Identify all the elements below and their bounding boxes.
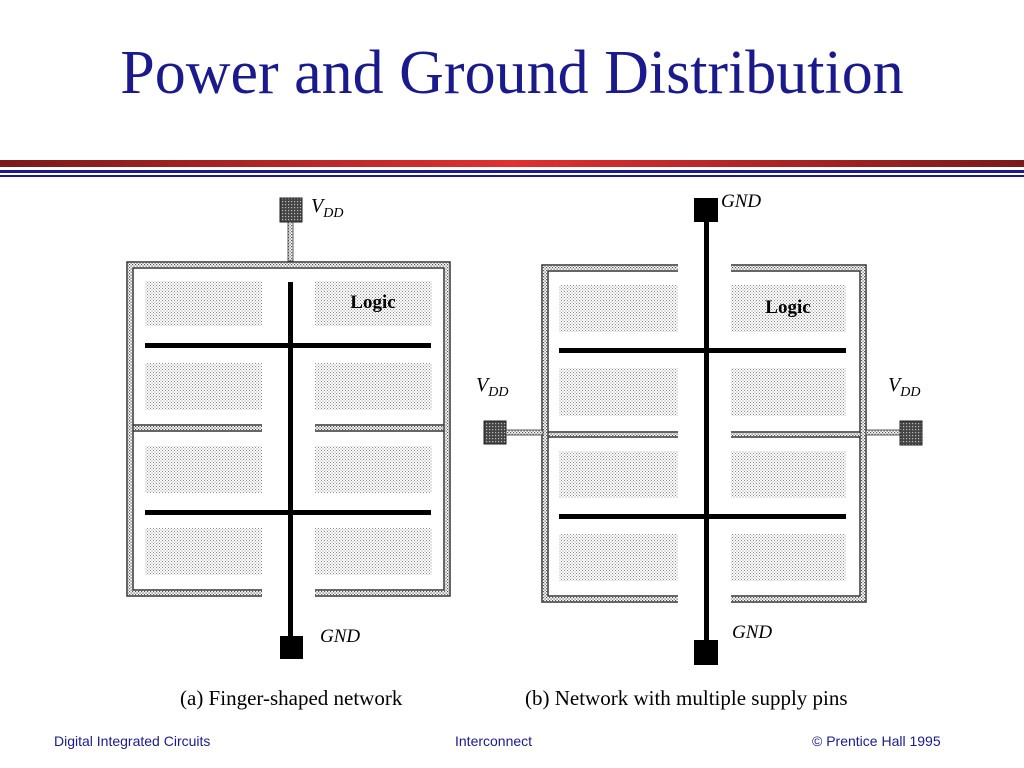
vdd-pin-right	[899, 420, 923, 446]
gnd-finger	[559, 514, 846, 519]
gnd-finger	[145, 510, 431, 515]
logic-block	[145, 446, 262, 493]
logic-block	[731, 368, 846, 416]
vdd-label: VDD	[311, 195, 343, 221]
footer-copyright: © Prentice Hall 1995	[812, 733, 941, 749]
logic-label: Logic	[350, 292, 395, 313]
logic-block	[145, 363, 262, 410]
vdd-pin	[279, 197, 303, 223]
vdd-connection	[287, 221, 294, 262]
vdd-label-right: VDD	[888, 374, 920, 400]
vdd-ring	[126, 261, 451, 597]
logic-block	[145, 281, 262, 326]
caption-b: (b) Network with multiple supply pins	[525, 686, 848, 710]
divider-blue-top	[0, 170, 1024, 173]
gnd-finger	[145, 343, 431, 348]
gnd-finger	[559, 348, 846, 353]
vdd-connection-left	[505, 429, 544, 436]
footer-course: Digital Integrated Circuits	[54, 733, 211, 749]
gnd-pin-bottom	[694, 640, 718, 665]
logic-block	[731, 451, 846, 498]
finger-network: VDD Logic GND	[126, 195, 451, 659]
logic-block	[315, 528, 432, 575]
logic-block	[731, 285, 846, 332]
gnd-trunk	[288, 282, 293, 637]
caption-a: (a) Finger-shaped network	[180, 686, 403, 710]
divider-blue-bottom	[0, 175, 1024, 177]
logic-block	[731, 534, 846, 581]
logic-block	[315, 363, 432, 410]
logic-block	[559, 534, 678, 581]
vdd-connection-right	[865, 429, 901, 436]
gnd-pin	[280, 636, 303, 659]
vdd-ring-fill	[128, 263, 449, 595]
gnd-label-top: GND	[721, 191, 761, 212]
vdd-pin-left	[483, 420, 507, 445]
gnd-trunk	[704, 222, 709, 640]
gnd-pin-top	[694, 198, 718, 222]
footer-topic: Interconnect	[455, 733, 533, 749]
gnd-label-bottom: GND	[732, 622, 772, 643]
divider-red	[0, 160, 1024, 167]
logic-block	[559, 285, 678, 332]
logic-label: Logic	[765, 297, 810, 318]
logic-block	[559, 368, 678, 416]
logic-block	[315, 281, 432, 326]
vdd-label-left: VDD	[476, 374, 508, 400]
logic-block	[315, 446, 432, 493]
vdd-ring-fill	[543, 266, 865, 601]
gnd-label: GND	[320, 626, 360, 647]
logic-block	[559, 451, 678, 498]
multi-pin-network: VDD VDD Logic GND GND	[476, 191, 923, 665]
slide-title: Power and Ground Distribution	[120, 39, 904, 107]
logic-block	[145, 528, 262, 575]
